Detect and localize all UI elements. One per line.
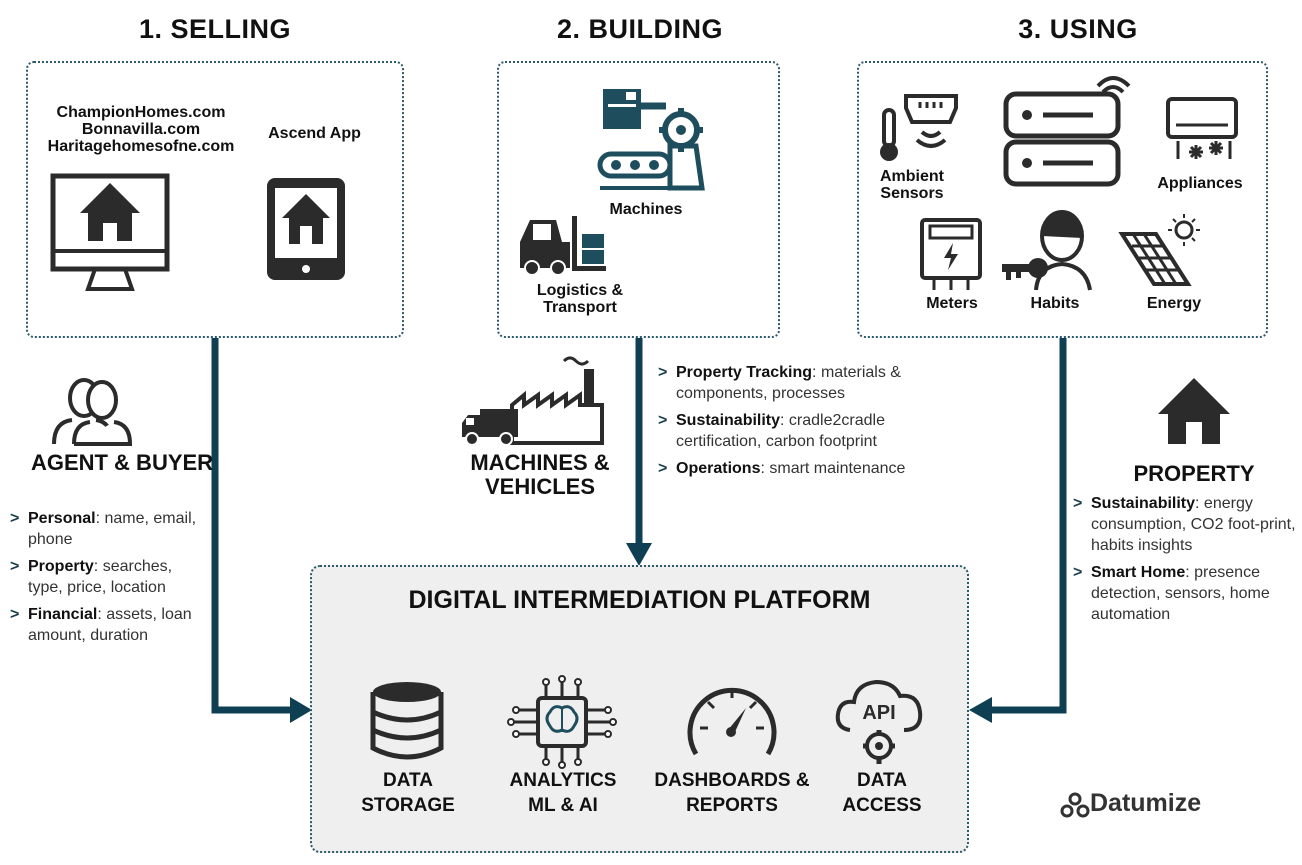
building-title: 2. BUILDING [556, 14, 723, 44]
meters-label: Meters [926, 295, 978, 312]
list-item: >Personal: name, email, phone [10, 510, 197, 548]
list-item: >Property: searches, type, price, locati… [10, 558, 173, 596]
platform-box [310, 565, 969, 853]
platform-title: DIGITAL INTERMEDIATION PLATFORM [408, 586, 871, 614]
list-item: >Smart Home: presence detection, sensors… [1073, 564, 1270, 623]
data-storage-label: DATA STORAGE [361, 770, 455, 816]
building-arrowhead [626, 543, 652, 566]
using-connector [990, 338, 1067, 714]
machines-icon [597, 89, 705, 191]
data-access-label: DATA ACCESS [842, 770, 922, 816]
websites-label: ChampionHomes.com Bonnavilla.com Haritag… [36, 104, 246, 155]
ambient-sensors-label: Ambient Sensors [880, 168, 944, 202]
tablet-home-icon [267, 178, 345, 280]
appliances-label: Appliances [1157, 175, 1243, 192]
logistics-label: Logistics & Transport [536, 282, 624, 316]
desktop-home-icon [50, 173, 170, 291]
router-icon [1003, 76, 1131, 187]
habits-icon [1002, 210, 1092, 291]
website-1: ChampionHomes.com [56, 104, 226, 121]
using-data-list: >Sustainability: energy consumption, CO2… [1073, 493, 1299, 631]
list-item: >Operations: smart maintenance [658, 460, 906, 477]
habits-label: Habits [1030, 295, 1080, 312]
energy-label: Energy [1146, 295, 1202, 312]
analytics-label: ANALYTICS ML & AI [509, 770, 617, 816]
list-item: >Sustainability: cradle2cradle certifica… [658, 412, 885, 450]
using-box [857, 61, 1268, 338]
app-label: Ascend App [268, 125, 361, 142]
solar-panel-icon [1118, 214, 1200, 286]
gauge-icon [687, 687, 777, 756]
ambient-sensors-icon [880, 94, 958, 161]
website-3: Haritagehomesofne.com [47, 138, 235, 155]
database-icon [370, 682, 444, 760]
ai-chip-icon [507, 675, 617, 769]
svg-text:API: API [862, 702, 895, 724]
air-conditioner-icon [1166, 97, 1238, 159]
meter-icon [920, 218, 982, 290]
using-arrowhead [969, 697, 992, 723]
using-title: 3. USING [1018, 14, 1138, 44]
selling-connector [211, 338, 292, 714]
agent-buyer-icon [52, 378, 133, 446]
dashboards-label: DASHBOARDS & REPORTS [654, 770, 810, 816]
house-icon [1158, 378, 1230, 444]
selling-title: 1. SELLING [138, 14, 292, 44]
list-item: >Property Tracking: materials & componen… [658, 364, 901, 402]
selling-arrowhead [290, 697, 312, 723]
agent-buyer-label: AGENT & BUYER [30, 450, 214, 475]
list-item: >Sustainability: energy consumption, CO2… [1073, 495, 1296, 554]
property-label: PROPERTY [1133, 461, 1255, 486]
building-data-list: >Property Tracking: materials & componen… [658, 362, 926, 485]
datumize-logo-icon [1060, 792, 1090, 818]
list-item: >Financial: assets, loan amount, duratio… [10, 606, 192, 644]
datumize-logo-text: Datumize [1090, 789, 1202, 817]
factory-truck-icon [462, 356, 604, 446]
api-cloud-icon: API [835, 679, 923, 764]
website-2: Bonnavilla.com [81, 121, 201, 138]
selling-data-list: >Personal: name, email, phone >Property:… [10, 508, 210, 652]
machines-label: Machines [609, 201, 683, 218]
machines-vehicles-label: MACHINES & VEHICLES [470, 450, 610, 500]
building-box [497, 61, 780, 338]
forklift-icon [520, 216, 606, 276]
selling-box [26, 61, 404, 338]
